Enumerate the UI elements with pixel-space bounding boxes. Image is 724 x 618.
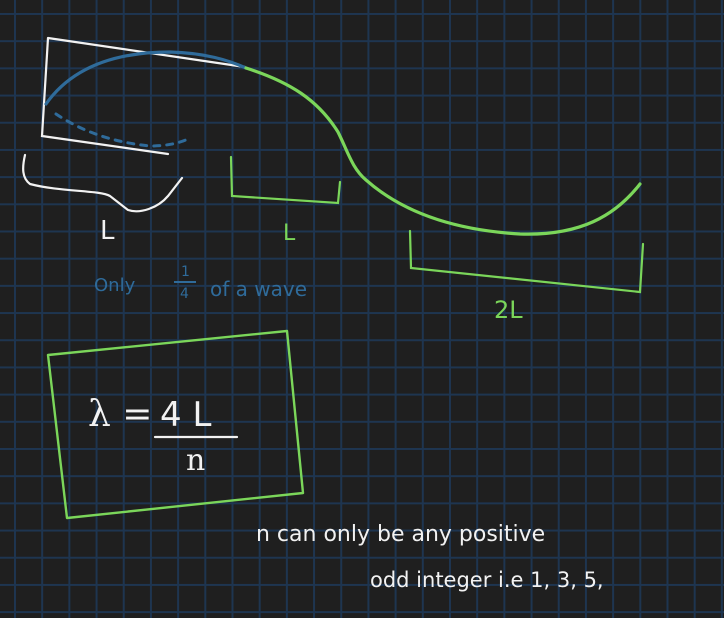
green-bracket-2L xyxy=(408,229,645,294)
white-pipe-outline xyxy=(40,36,247,156)
quarter-note-post: of a wave xyxy=(210,277,307,301)
label-L-mid: L xyxy=(283,221,296,246)
blue-wave-curve xyxy=(44,50,248,106)
formula-lhs: λ = xyxy=(88,394,152,435)
blue-dashed-curve xyxy=(54,112,192,148)
quarter-note-pre: Only xyxy=(94,275,136,296)
green-bracket-L xyxy=(229,155,342,205)
note-line-2: odd integer i.e 1, 3, 5, xyxy=(370,568,604,592)
quarter-frac-num: 1 xyxy=(181,264,190,280)
formula-denominator: n xyxy=(186,443,205,478)
formula-numerator: 4 L xyxy=(160,395,211,435)
formula-box xyxy=(46,329,305,520)
note-line-1: n can only be any positive xyxy=(256,522,545,547)
white-brace-L xyxy=(22,153,184,213)
green-wave-curve xyxy=(244,66,642,236)
label-L-left: L xyxy=(100,216,115,246)
quarter-frac-den: 4 xyxy=(180,286,189,302)
label-2L: 2L xyxy=(494,296,523,324)
